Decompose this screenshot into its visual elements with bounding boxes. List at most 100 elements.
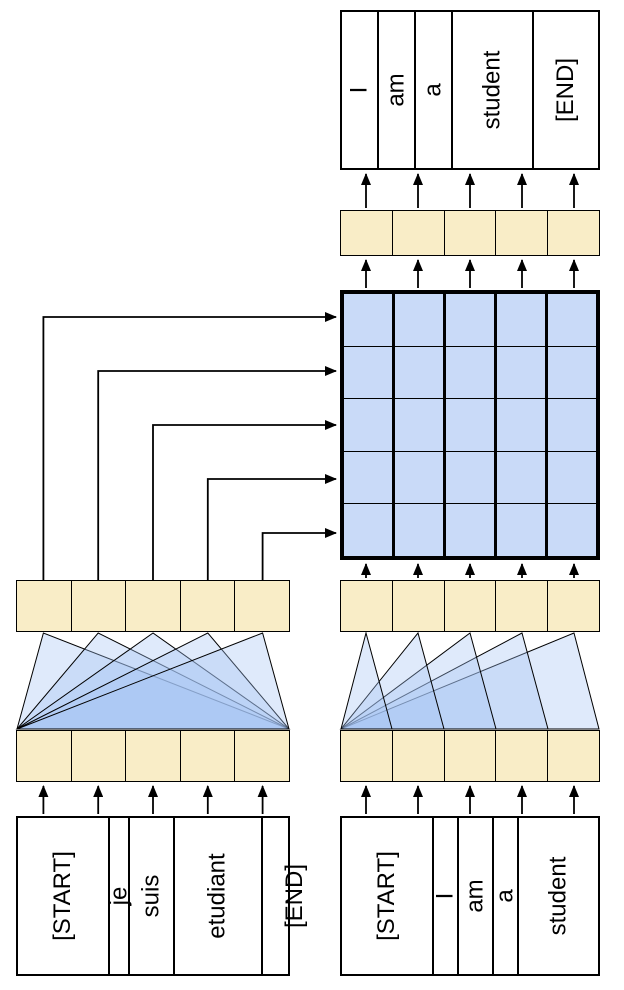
attention-cell bbox=[446, 503, 494, 556]
decoder-projection-row bbox=[340, 210, 600, 256]
token-label: [END] bbox=[280, 863, 308, 929]
attention-triangle bbox=[16, 632, 291, 730]
attention-cell bbox=[344, 398, 392, 451]
attention-column bbox=[545, 294, 596, 556]
attention-cell bbox=[497, 345, 545, 399]
attention-cell bbox=[548, 503, 596, 556]
attention-triangle bbox=[15, 632, 291, 730]
token-cell: I bbox=[431, 818, 459, 974]
attention-cell bbox=[446, 398, 494, 451]
projection-cell bbox=[495, 211, 547, 255]
token-cell: [START] bbox=[342, 818, 432, 974]
token-label: I bbox=[431, 892, 459, 900]
embedding-cell bbox=[17, 731, 71, 781]
token-label: a bbox=[419, 83, 447, 97]
attention-triangle bbox=[340, 631, 393, 730]
attention-cell bbox=[344, 294, 392, 346]
token-label: suis bbox=[137, 874, 165, 918]
token-cell: [END] bbox=[260, 818, 327, 974]
decoder-state-cell bbox=[391, 581, 444, 631]
attention-cell bbox=[395, 503, 443, 556]
attention-cell bbox=[497, 398, 545, 451]
grid-to-projection-arrows bbox=[361, 259, 579, 288]
attention-column bbox=[392, 294, 443, 556]
encoder-output-row bbox=[16, 580, 290, 632]
embedding-cell bbox=[70, 731, 126, 781]
token-label: am bbox=[382, 73, 410, 107]
attention-triangle bbox=[340, 632, 600, 730]
attention-triangle bbox=[339, 631, 445, 730]
attention-cell bbox=[548, 398, 596, 451]
encoder-input-tokens: [START] je suis etudiant [END] bbox=[16, 816, 308, 976]
encoder-state-cell bbox=[17, 581, 71, 631]
token-label: student bbox=[478, 50, 506, 130]
embedding-cell bbox=[179, 731, 235, 781]
token-cell: a bbox=[491, 818, 519, 974]
embedding-cell bbox=[391, 731, 444, 781]
projection-cell bbox=[391, 211, 444, 255]
decoder-state-cell bbox=[341, 581, 392, 631]
token-label: a bbox=[491, 889, 519, 903]
encoder-to-grid-connectors bbox=[42, 312, 337, 580]
attention-triangle bbox=[15, 632, 290, 730]
attention-cell bbox=[344, 450, 392, 504]
attention-cell bbox=[395, 450, 443, 504]
attention-cell bbox=[395, 345, 443, 399]
token-cell: student bbox=[517, 818, 598, 974]
attention-cell bbox=[395, 294, 443, 346]
projection-cell bbox=[547, 211, 599, 255]
decoder-to-grid-arrows bbox=[361, 563, 579, 578]
encoder-embedding-row bbox=[16, 730, 290, 782]
token-cell: [END] bbox=[531, 12, 598, 168]
encoder-input-arrows bbox=[38, 785, 268, 814]
token-cell: [START] bbox=[18, 818, 108, 974]
token-label: etudiant bbox=[203, 853, 231, 939]
token-cell: am bbox=[456, 818, 492, 974]
attention-column bbox=[443, 294, 494, 556]
token-cell: suis bbox=[128, 818, 173, 974]
token-label: student bbox=[544, 856, 572, 936]
decoder-state-cell bbox=[547, 581, 599, 631]
decoder-hidden-row bbox=[340, 580, 600, 632]
attention-cell bbox=[344, 503, 392, 556]
attention-cell bbox=[548, 345, 596, 399]
attention-cell bbox=[344, 345, 392, 399]
token-label: I bbox=[345, 86, 373, 94]
token-cell: student bbox=[451, 12, 532, 168]
attention-cell bbox=[548, 450, 596, 504]
attention-column bbox=[344, 294, 392, 556]
embedding-cell bbox=[125, 731, 180, 781]
token-cell: etudiant bbox=[173, 818, 260, 974]
attention-cell bbox=[497, 294, 545, 346]
projection-cell bbox=[443, 211, 496, 255]
decoder-state-cell bbox=[495, 581, 547, 631]
attention-triangle bbox=[16, 632, 290, 730]
encoder-state-cell bbox=[125, 581, 180, 631]
decoder-output-tokens: I am a student [END] bbox=[340, 10, 600, 170]
attention-triangle bbox=[339, 632, 497, 730]
embedding-cell bbox=[443, 731, 496, 781]
attention-cell bbox=[497, 450, 545, 504]
embedding-cell bbox=[547, 731, 599, 781]
attention-cell bbox=[446, 450, 494, 504]
projection-to-output-arrows bbox=[361, 173, 579, 208]
token-label: [END] bbox=[551, 57, 579, 123]
cross-attention-grid bbox=[340, 290, 600, 560]
token-label: [START] bbox=[48, 851, 76, 941]
decoder-input-arrows bbox=[361, 785, 579, 814]
attention-cell bbox=[548, 294, 596, 346]
decoder-embedding-row bbox=[340, 730, 600, 782]
token-label: je bbox=[105, 886, 133, 906]
attention-cell bbox=[497, 503, 545, 556]
decoder-state-cell bbox=[443, 581, 496, 631]
decoder-masked-attention-fan bbox=[339, 631, 600, 730]
attention-cell bbox=[446, 294, 494, 346]
token-label: [START] bbox=[372, 851, 400, 941]
token-cell: am bbox=[377, 12, 414, 168]
token-cell: I bbox=[342, 12, 377, 168]
attention-cell bbox=[395, 398, 443, 451]
attention-triangle bbox=[340, 632, 549, 730]
encoder-state-cell bbox=[179, 581, 235, 631]
encoder-self-attention-fan bbox=[15, 632, 291, 730]
